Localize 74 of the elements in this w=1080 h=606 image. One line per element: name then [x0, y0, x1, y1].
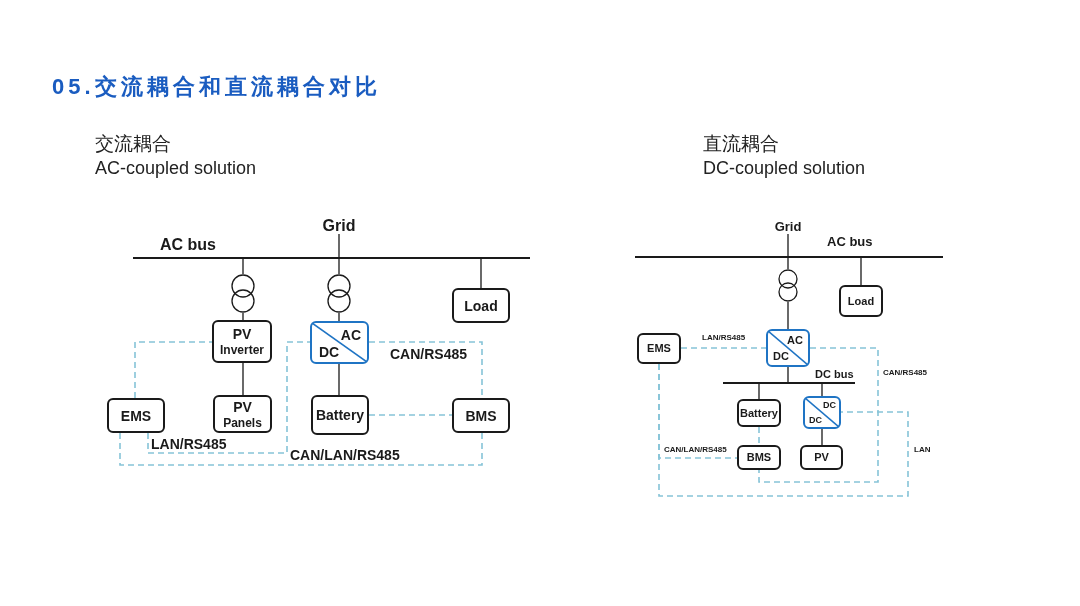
edge-label: LAN/RS485	[151, 437, 227, 451]
bus-label: AC bus	[160, 237, 216, 253]
grid-label: Grid	[320, 217, 358, 234]
box-label: EMS	[647, 343, 671, 354]
dashed-line	[119, 432, 483, 466]
component-box	[311, 395, 369, 435]
edge-label: CAN/RS485	[883, 369, 927, 377]
box-label: Inverter	[220, 344, 264, 356]
section-heading: 直流耦合	[703, 134, 779, 153]
box-label: Panels	[223, 416, 262, 429]
dashed-line	[680, 347, 767, 349]
connector-line	[787, 233, 789, 257]
dashed-line	[658, 363, 909, 497]
transformer-symbol	[778, 269, 798, 302]
converter-label: DC	[809, 416, 822, 425]
connector-line	[821, 383, 823, 397]
connector-line	[242, 258, 244, 275]
edge-label: CAN/RS485	[390, 347, 468, 361]
connector-line	[338, 363, 340, 396]
connector-line	[480, 258, 482, 289]
connector-line	[758, 383, 760, 400]
connector-line	[787, 301, 789, 330]
box-label: BMS	[465, 408, 497, 423]
bus-label: DC bus	[815, 369, 854, 380]
dashed-line	[368, 414, 453, 416]
box-label: Load	[464, 298, 498, 313]
edge-label: CAN/LAN/RS485	[664, 446, 727, 454]
box-label: Battery	[740, 407, 778, 419]
dashed-line	[758, 347, 879, 483]
dashed-line	[134, 341, 213, 399]
converter-label: DC	[319, 345, 340, 359]
grid-label: Grid	[772, 219, 804, 234]
connector-line	[242, 312, 244, 321]
converter-label: DC	[773, 351, 789, 362]
page-title: 05.交流耦合和直流耦合对比	[52, 76, 381, 98]
component-box	[637, 333, 681, 364]
component-box	[213, 395, 272, 433]
component-box	[452, 288, 510, 323]
component-box	[737, 445, 781, 470]
box-label: BMS	[746, 452, 772, 463]
box-label: PV	[233, 399, 252, 414]
box-label: PV	[232, 327, 252, 341]
connector-line	[338, 258, 340, 275]
connector-line	[860, 257, 862, 286]
dashed-line	[147, 341, 311, 454]
connector-line	[787, 366, 789, 383]
converter-label: DC	[823, 401, 836, 410]
connector-line	[338, 233, 340, 258]
component-box	[839, 285, 883, 317]
transformer-symbol	[327, 274, 351, 313]
connector-line	[821, 428, 823, 446]
connector-line	[787, 257, 789, 270]
converter-label: AC	[340, 328, 361, 342]
edge-label: LAN	[914, 446, 931, 454]
transformer-symbol	[231, 274, 255, 313]
component-box	[800, 445, 843, 470]
connector-line	[338, 312, 340, 322]
dashed-line	[758, 426, 760, 446]
box-label: PV	[814, 452, 829, 463]
converter-label: AC	[787, 335, 803, 346]
section-subtitle: AC-coupled solution	[95, 159, 257, 177]
connector-line	[242, 362, 244, 396]
box-label: Battery	[315, 408, 365, 422]
box-label: EMS	[120, 408, 152, 423]
edge-label: CAN/LAN/RS485	[290, 448, 400, 462]
box-label: Load	[847, 295, 875, 307]
component-box	[737, 399, 781, 427]
component-box	[212, 320, 272, 363]
section-subtitle: DC-coupled solution	[703, 159, 866, 177]
bus-label: AC bus	[827, 235, 873, 248]
component-box	[452, 398, 510, 433]
component-box	[107, 398, 165, 433]
section-heading: 交流耦合	[95, 134, 171, 153]
edge-label: LAN/RS485	[702, 334, 746, 342]
